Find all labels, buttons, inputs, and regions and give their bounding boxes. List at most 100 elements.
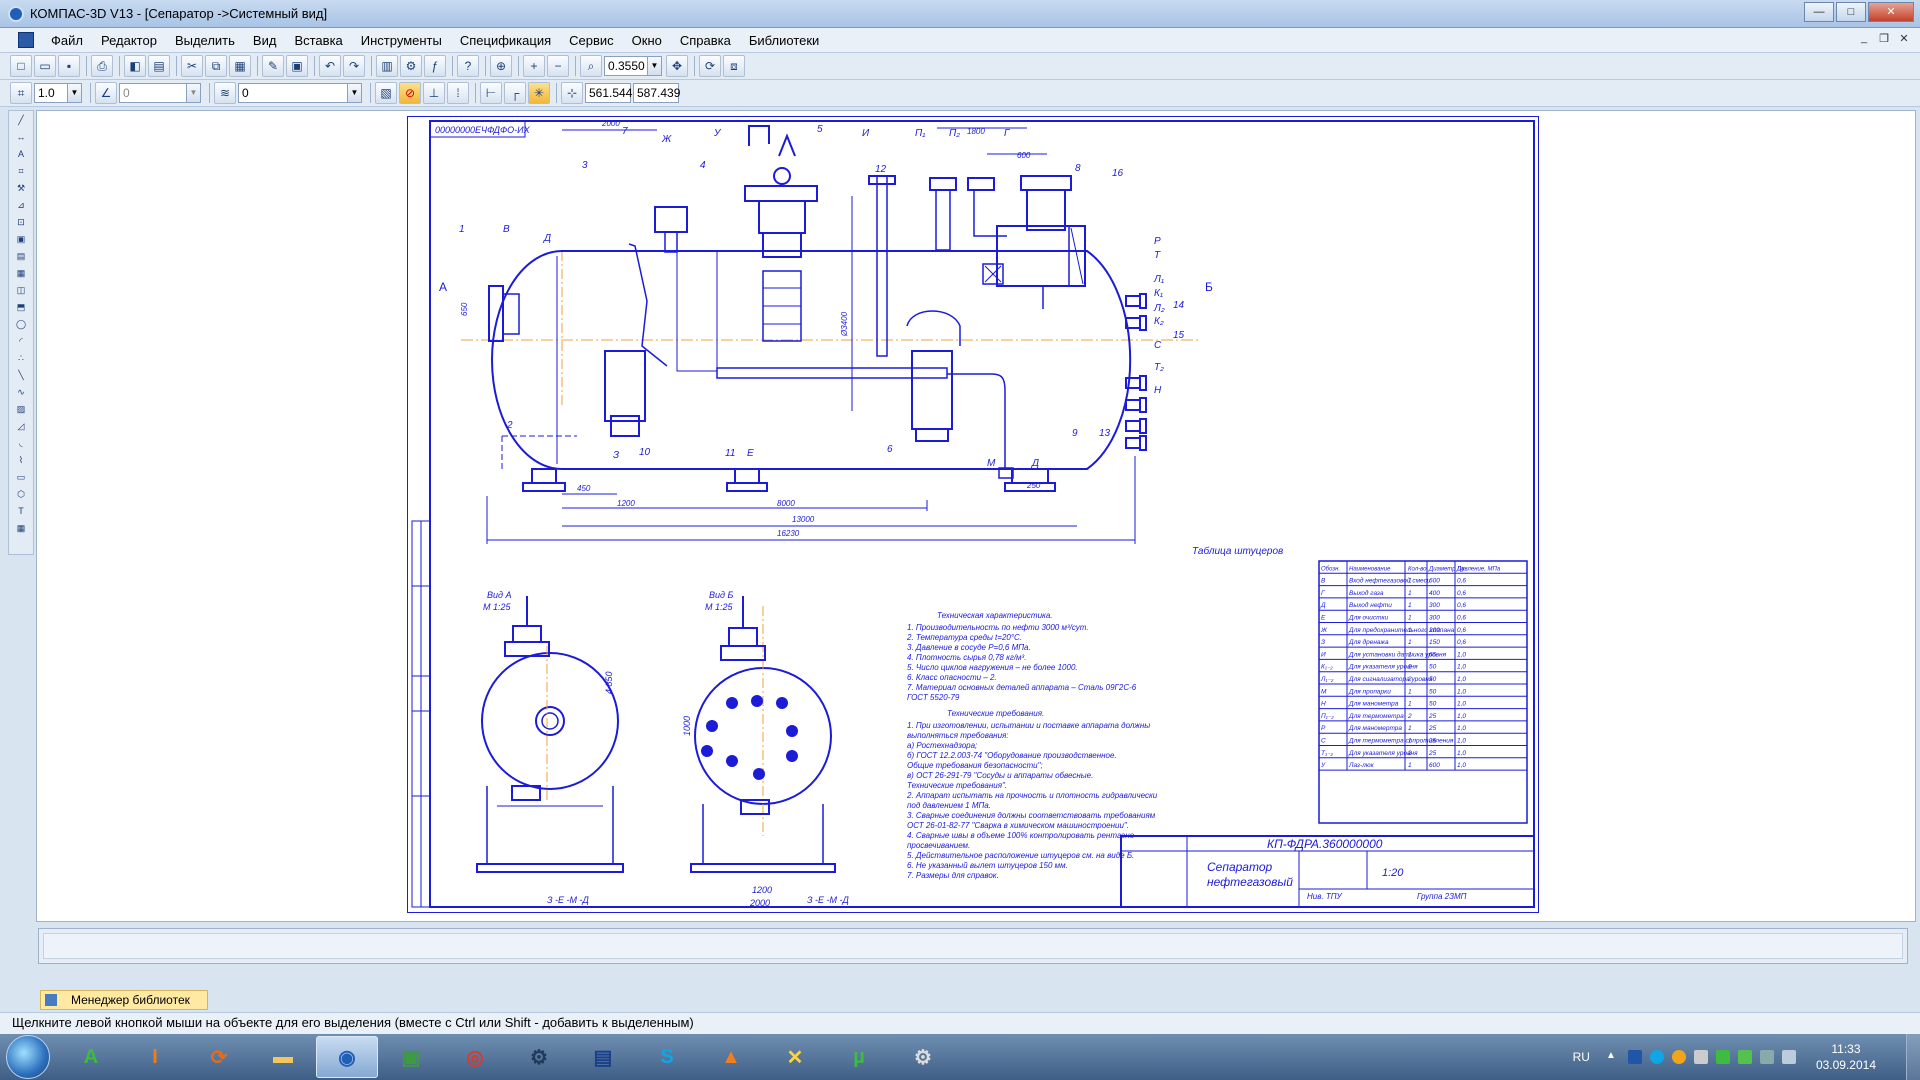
ortho-icon[interactable]: ⊥ [423,82,445,104]
paste-icon[interactable]: ▦ [229,55,251,77]
parametrization-icon[interactable]: ⚒ [16,183,26,193]
taskbar-app-settings[interactable]: ⚙ [914,1046,932,1069]
save-icon[interactable]: ▪ [58,55,80,77]
layer-properties-icon[interactable]: ▧ [375,82,397,104]
tray-skype-icon[interactable] [1649,1050,1664,1064]
help-pointer-icon[interactable]: ? [457,55,479,77]
measure-icon[interactable]: ⊿ [17,200,25,210]
start-button[interactable] [6,1035,50,1079]
menu-specification[interactable]: Спецификация [459,32,552,48]
taskbar-app-inventor[interactable]: I [152,1045,158,1068]
properties-icon[interactable]: ✎ [262,55,284,77]
undo-icon[interactable]: ↶ [319,55,341,77]
taskbar-app-avast[interactable]: ▲ [721,1045,741,1068]
taskbar-app-chrome[interactable]: ◎ [466,1046,484,1069]
round-icon[interactable]: ⁞ [447,82,469,104]
cursor-coords-icon[interactable]: ⊹ [561,82,583,104]
circle-tool-icon[interactable]: ◯ [15,319,27,329]
taskbar-app-green[interactable]: A [83,1045,99,1068]
zoom-window-icon[interactable]: ⊕ [490,55,512,77]
point-tool-icon[interactable]: ∴ [18,353,24,363]
show-all-icon[interactable]: ⧈ [723,55,745,77]
snap-icon[interactable]: ⊘ [399,82,421,104]
reports-icon[interactable]: ▦ [16,268,26,278]
zoom-combo[interactable]: 0.3550▼ [604,56,662,76]
close-button[interactable]: ✕ [1868,2,1914,22]
menu-window[interactable]: Окно [631,32,662,48]
taskbar-app-tool[interactable]: ✕ [786,1046,804,1069]
taskbar-app-green-window[interactable]: ▣ [401,1046,421,1069]
document-icon[interactable] [18,32,34,48]
preview-icon[interactable]: ◧ [124,55,146,77]
doc-minimize-button[interactable]: _ [1860,32,1868,44]
coord-y-field[interactable]: 587.439 [633,83,680,103]
tree-icon[interactable]: ▥ [376,55,398,77]
clock[interactable]: 11:33 03.09.2014 [1816,1041,1876,1073]
symbols-icon[interactable]: A [17,149,24,159]
table-tool-icon[interactable]: ▦ [16,523,26,533]
zoom-out-icon[interactable]: − [547,55,569,77]
angle-icon[interactable]: ∠ [95,82,117,104]
polyline-icon[interactable]: ⌇ [18,455,24,465]
taskbar-app-steam[interactable]: ⚙ [530,1046,548,1069]
tray-ru-icon[interactable] [1627,1050,1642,1064]
menu-edit[interactable]: Редактор [100,32,157,48]
dimensions-icon[interactable]: ↔ [16,132,26,142]
taskbar-app-refresh[interactable]: ⟳ [210,1046,228,1069]
taskbar-app-skype[interactable]: S [660,1045,674,1068]
minimize-button[interactable]: — [1804,2,1834,22]
function-icon[interactable]: ƒ [424,55,446,77]
zoom-scale-icon[interactable]: ⌕ [580,55,602,77]
chevron-down-icon[interactable]: ▼ [186,84,200,102]
text-tool-icon[interactable]: T [18,506,24,516]
select-icon[interactable]: ⊡ [17,217,25,227]
layer-combo[interactable]: 0▼ [238,83,362,103]
menu-file[interactable]: Файл [51,32,83,48]
kompas-app-icon[interactable] [8,5,24,22]
step-combo[interactable]: 1.0▼ [34,83,82,103]
grid-icon[interactable]: ⌗ [10,82,32,104]
menu-libraries[interactable]: Библиотеки [748,32,820,48]
arc-tool-icon[interactable]: ◜ [19,336,23,346]
menu-view[interactable]: Вид [252,32,277,48]
export-icon[interactable]: ▤ [148,55,170,77]
library-manager-tab[interactable]: Менеджер библиотек [40,990,208,1010]
doc-close-button[interactable]: ✕ [1899,33,1909,45]
tray-green2-icon[interactable] [1737,1050,1752,1064]
menu-tools[interactable]: Инструменты [360,32,442,48]
tray-volume-icon[interactable] [1781,1050,1796,1064]
coord-x-field[interactable]: 561.544 [585,83,632,103]
chevron-down-icon[interactable]: ▼ [67,84,81,102]
angle-combo[interactable]: 0▼ [119,83,201,103]
manager-icon[interactable]: ▣ [286,55,308,77]
print-icon[interactable]: ⎙ [91,55,113,77]
tray-network-x-icon[interactable] [1693,1050,1708,1064]
line-tool-icon[interactable]: ╲ [18,370,24,380]
insert-icon[interactable]: ◫ [16,285,26,295]
chevron-down-icon[interactable]: ▼ [347,84,361,102]
geometry-icon[interactable]: ╱ [18,115,24,125]
refresh-icon[interactable]: ⟳ [699,55,721,77]
spec-icon[interactable]: ▤ [16,251,26,261]
tray-orange-icon[interactable] [1671,1050,1686,1064]
snaps-icon[interactable]: ✳ [528,82,550,104]
bezier-icon[interactable]: ∿ [17,387,25,397]
doc-restore-button[interactable]: ❐ [1879,33,1889,45]
language-indicator[interactable]: RU [1572,1050,1590,1064]
maximize-button[interactable]: □ [1836,2,1866,22]
menu-insert[interactable]: Вставка [294,32,343,48]
menu-select[interactable]: Выделить [174,32,235,48]
fillet-icon[interactable]: ◟ [19,438,23,448]
rectangle-icon[interactable]: ▭ [16,472,26,482]
local-cs-icon[interactable]: ⊢ [480,82,502,104]
ortho-mode-icon[interactable]: ┌ [504,82,526,104]
edit-icon[interactable]: ⌗ [18,166,24,176]
taskbar-app-save[interactable]: ▤ [593,1046,613,1069]
menu-service[interactable]: Сервис [569,32,614,48]
open-icon[interactable]: ▭ [34,55,56,77]
variables-icon[interactable]: ⚙ [400,55,422,77]
zoom-in-icon[interactable]: + [523,55,545,77]
cut-icon[interactable]: ✂ [181,55,203,77]
chamfer-icon[interactable]: ◿ [17,421,25,431]
pan-icon[interactable]: ✥ [666,55,688,77]
